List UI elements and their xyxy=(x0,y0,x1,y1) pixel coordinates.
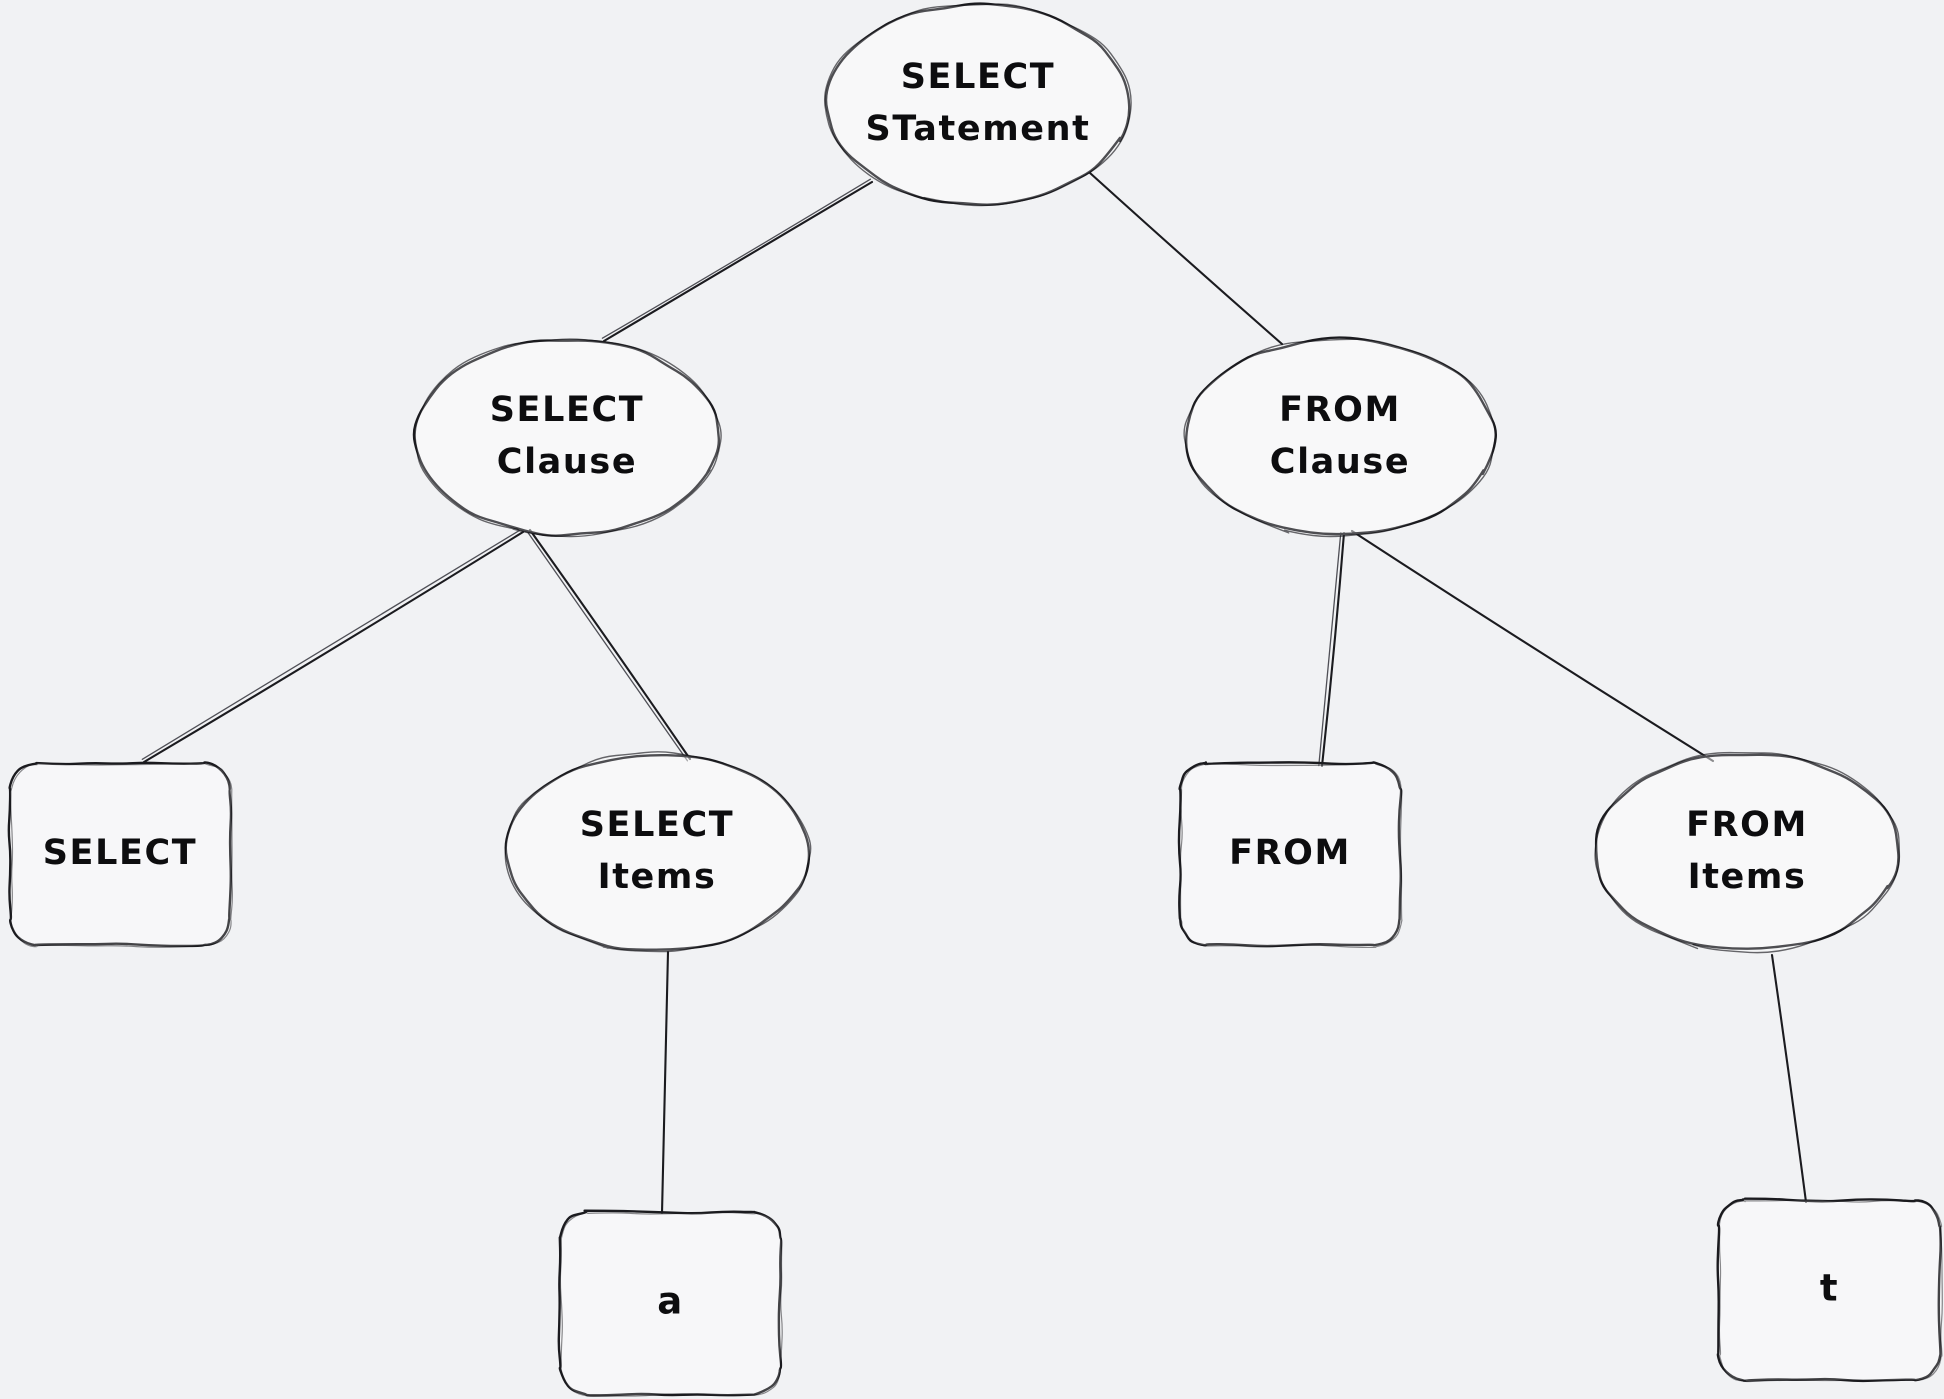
edge-from-clause-to-from-items xyxy=(1350,529,1715,763)
node-rect-outline xyxy=(1177,761,1403,948)
node-table-t[interactable]: t xyxy=(1716,1197,1943,1383)
node-from-items[interactable]: FROM Items xyxy=(1594,751,1901,954)
edge-select-clause-to-select-terminal xyxy=(141,528,525,764)
node-select-statement[interactable]: SELECT STatement xyxy=(823,2,1132,207)
node-ellipse-outline-secondary xyxy=(414,338,722,538)
edge-select-clause-to-select-items xyxy=(526,528,692,762)
node-label: a xyxy=(657,1280,682,1323)
node-ellipse-outline xyxy=(412,339,721,537)
edge-select-items-to-column-a xyxy=(660,950,670,1215)
node-label: SELECT xyxy=(43,833,198,873)
edge-select-statement-to-select-clause xyxy=(601,178,874,343)
edge-stroke xyxy=(1350,529,1715,763)
node-rect-outline-secondary xyxy=(1718,1199,1943,1383)
node-label: t xyxy=(1820,1267,1838,1310)
node-label-line1: SELECT xyxy=(901,57,1056,97)
node-from-clause[interactable]: FROM Clause xyxy=(1183,336,1498,538)
node-rect-outline-secondary xyxy=(1179,762,1403,949)
node-ellipse-outline-secondary xyxy=(1183,338,1496,538)
edge-stroke xyxy=(1320,531,1346,768)
edges-layer xyxy=(141,171,1808,1215)
node-label-line1: FROM xyxy=(1279,390,1401,430)
node-label: FROM xyxy=(1229,833,1351,873)
node-select-clause[interactable]: SELECT Clause xyxy=(412,338,722,538)
node-label-line2: Items xyxy=(1688,857,1807,897)
node-ellipse-outline-secondary xyxy=(823,3,1132,207)
edge-stroke-secondary xyxy=(526,531,689,762)
edge-select-statement-to-from-clause xyxy=(1088,171,1284,346)
node-column-a[interactable]: a xyxy=(557,1209,783,1397)
edge-stroke-secondary xyxy=(1318,532,1342,767)
node-label-line1: SELECT xyxy=(490,390,645,430)
node-label-line2: Items xyxy=(598,857,717,897)
edge-stroke xyxy=(1088,171,1284,346)
node-rect-outline-secondary xyxy=(9,762,233,948)
node-ellipse-outline-secondary xyxy=(504,751,812,953)
edge-stroke-secondary xyxy=(141,528,522,760)
node-select-terminal[interactable]: SELECT xyxy=(7,761,233,948)
edge-stroke xyxy=(660,950,670,1215)
edge-stroke-secondary xyxy=(601,178,872,339)
edge-from-items-to-table-t xyxy=(1770,953,1808,1204)
node-label-line1: FROM xyxy=(1686,805,1808,845)
node-label-line2: STatement xyxy=(866,109,1091,149)
node-from-terminal[interactable]: FROM xyxy=(1177,761,1403,949)
edge-stroke xyxy=(142,530,525,764)
edge-from-clause-to-from-terminal xyxy=(1318,531,1346,768)
edge-stroke xyxy=(528,528,692,761)
node-ellipse-outline-secondary xyxy=(1594,751,1901,954)
edge-stroke xyxy=(602,180,874,343)
node-label-line1: SELECT xyxy=(580,805,735,845)
nodes-layer: SELECTSTatementSELECTClauseFROMClauseSEL… xyxy=(7,2,1943,1397)
edge-stroke xyxy=(1770,953,1808,1204)
node-label-line2: Clause xyxy=(1270,442,1410,482)
node-label-line2: Clause xyxy=(497,442,637,482)
node-rect-outline-secondary xyxy=(559,1211,783,1397)
node-select-items[interactable]: SELECT Items xyxy=(504,751,812,953)
